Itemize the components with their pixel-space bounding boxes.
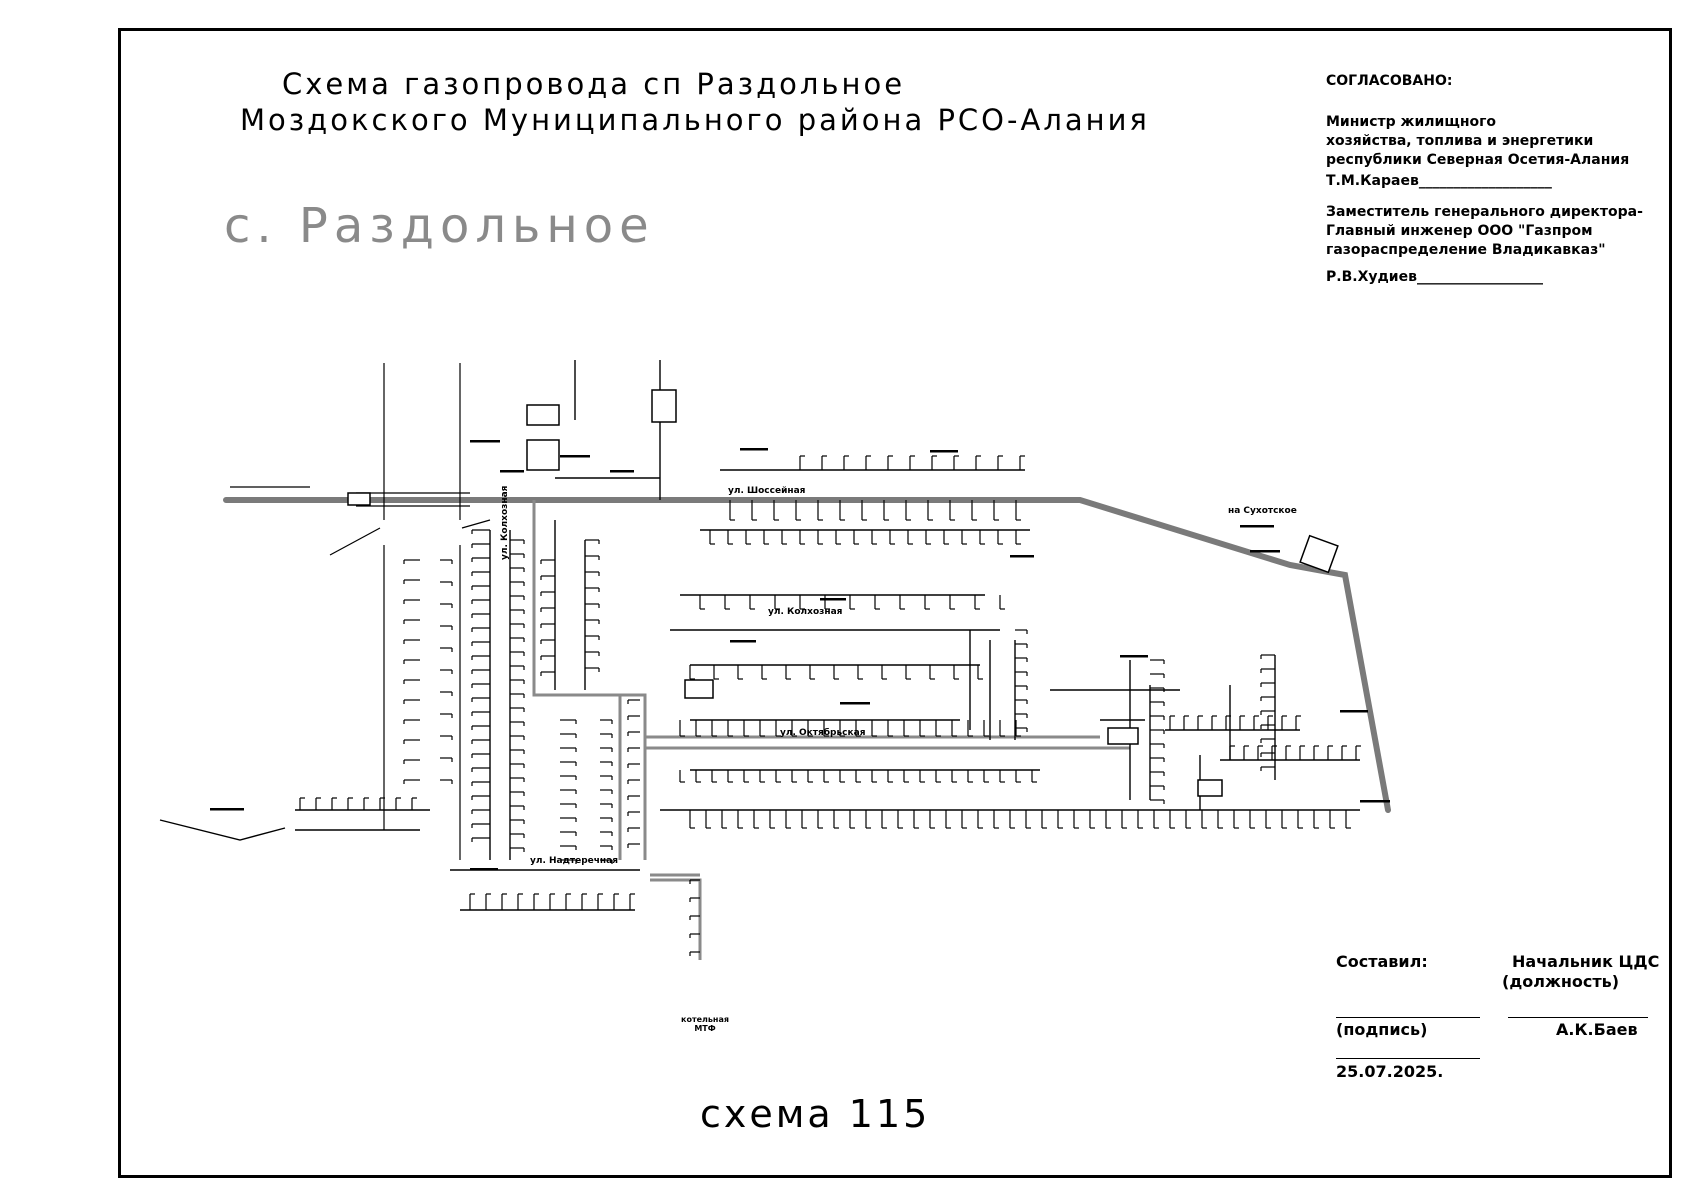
minister-line: республики Северная Осетия-Алания [1326,152,1630,168]
village-label: с. Раздольное [224,198,655,254]
drawing-frame [118,28,1672,1178]
deputy-line: газораспределение Владикавказ" [1326,242,1606,258]
dimension-tag [210,808,244,811]
dimension-tag [470,440,500,443]
minister-line: хозяйства, топлива и энергетики [1326,133,1594,149]
service-lines [159,360,1360,911]
compiled-by-label: Составил: [1336,952,1428,971]
dimension-tag [1250,550,1280,553]
dimension-tag [1340,710,1368,713]
street-label-nadterechnaya: ул. Надтеречная [530,856,619,866]
position-title: Начальник ЦДС [1512,952,1660,971]
approval-block: СОГЛАСОВАНО: Министр жилищного хозяйства… [1326,72,1656,287]
date: 25.07.2025. [1336,1062,1444,1081]
boiler-label: котельная МТФ [681,1015,729,1033]
dimension-tag [840,702,870,705]
title-line-2: Моздокского Муниципального района РСО-Ал… [240,103,1150,137]
dimension-tag [730,640,756,643]
dimension-tag [1010,555,1034,558]
title-line-1: Схема газопровода сп Раздольное [282,67,906,101]
dimension-tags [210,440,1390,871]
main-gas-pipeline [223,497,1391,813]
street-label-kolkhoznaya: ул. Колхозная [768,607,843,617]
road-lines [230,363,491,860]
street-label-kolkhoznaya-vertical: ул. Колхозная [500,485,510,560]
signature-caption: (подпись) [1336,1020,1428,1039]
approval-header: СОГЛАСОВАНО: [1326,73,1453,89]
house-service-branches [299,455,1361,956]
deputy-line: Главный инженер ООО "Газпром [1326,223,1593,239]
signer-name: А.К.Баев [1556,1020,1638,1039]
position-caption: (должность) [1502,972,1620,991]
dimension-tag [1240,525,1274,528]
deputy-signature: Р.В.Худиев__________________ [1326,269,1543,285]
dimension-tag [500,470,524,473]
gas-regulator-points [347,389,1339,797]
dimension-tag [560,455,590,458]
scheme-number: схема 115 [700,1092,931,1136]
dimension-tag [1360,800,1390,803]
minister-signature: Т.М.Караев___________________ [1326,173,1552,189]
signature-line [1336,1017,1480,1018]
deputy-line: Заместитель генерального директора- [1326,204,1643,220]
street-label-shosseynaya: ул. Шоссейная [728,486,806,496]
date-line [1336,1058,1480,1059]
minister-line: Министр жилищного [1326,114,1497,130]
dimension-tag [820,598,846,601]
dimension-tag [1120,655,1148,658]
direction-label-sukhotskoe: на Сухотское [1228,506,1297,516]
dimension-tag [740,448,768,451]
drawing-title: Схема газопровода сп Раздольное Моздокск… [240,66,1150,138]
name-line [1508,1017,1648,1018]
dimension-tag [930,450,958,453]
street-label-oktyabrskaya: ул. Октябрьская [780,728,866,738]
dimension-tag [470,868,498,871]
dimension-tag [610,470,634,473]
